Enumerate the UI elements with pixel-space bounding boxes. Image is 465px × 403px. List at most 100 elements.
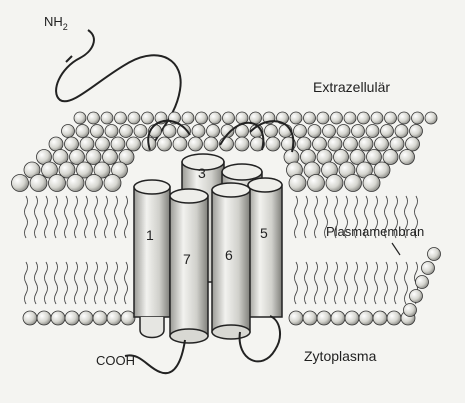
lipid-head	[373, 311, 387, 325]
lipid-head	[317, 112, 329, 124]
lipid-head	[88, 112, 100, 124]
lipid-tail	[305, 196, 308, 238]
lipid-head	[128, 112, 140, 124]
lipid-head	[344, 137, 358, 151]
lipid-head	[363, 175, 380, 192]
lipid-head	[345, 311, 359, 325]
lipid-head	[352, 125, 365, 138]
lipid-tail	[385, 262, 388, 304]
lipid-head	[416, 276, 429, 289]
lipid-tail	[25, 196, 28, 238]
lipid-head	[326, 175, 343, 192]
lipid-tail	[295, 262, 298, 304]
lipid-head	[359, 311, 373, 325]
lipid-head	[204, 137, 218, 151]
helix-5: 5	[248, 178, 282, 317]
lipid-tail	[105, 196, 108, 238]
lipid-head	[105, 125, 118, 138]
lipid-head	[289, 175, 306, 192]
lipid-head	[62, 125, 75, 138]
lipid-head	[12, 175, 29, 192]
helix-7: 7	[170, 189, 208, 343]
lipid-head	[207, 125, 220, 138]
lipid-head	[390, 137, 404, 151]
lipid-head	[383, 150, 398, 165]
lipid-tail	[75, 196, 78, 238]
lipid-head	[317, 311, 331, 325]
lipid-head	[127, 137, 141, 151]
lipid-tail	[55, 262, 58, 304]
lipid-head	[23, 311, 37, 325]
helix-label-7: 7	[183, 251, 191, 267]
lipid-head	[266, 137, 280, 151]
lipid-head	[328, 137, 342, 151]
lipid-tail	[345, 262, 348, 304]
lipid-head	[101, 112, 113, 124]
lipid-head	[337, 125, 350, 138]
lipid-head	[425, 112, 437, 124]
lipid-tail	[45, 196, 48, 238]
lipid-head	[37, 311, 51, 325]
lipid-head	[375, 137, 389, 151]
lipid-head	[387, 311, 401, 325]
lipid-head	[345, 175, 362, 192]
lipid-head	[265, 125, 278, 138]
lipid-head	[173, 137, 187, 151]
helix-label-5: 5	[260, 225, 268, 241]
lipid-head	[303, 311, 317, 325]
lipid-head	[93, 311, 107, 325]
lipid-head	[359, 137, 373, 151]
lipid-tail	[405, 262, 408, 304]
membrane-label-pointer	[392, 243, 400, 255]
lipid-head	[107, 311, 121, 325]
lipid-tail	[315, 196, 318, 238]
lipid-head	[163, 125, 176, 138]
lipid-head	[120, 125, 133, 138]
lipid-head	[76, 125, 89, 138]
lipid-head	[196, 112, 208, 124]
lipid-head	[111, 137, 125, 151]
lipid-head	[134, 125, 147, 138]
lipid-tail	[335, 262, 338, 304]
lipid-head	[412, 112, 424, 124]
lipid-head	[192, 125, 205, 138]
lipid-tail	[85, 196, 88, 238]
c-terminus-label: COOH	[96, 353, 135, 368]
lipid-head	[358, 112, 370, 124]
helix-label-1: 1	[146, 227, 154, 243]
lipid-head	[422, 262, 435, 275]
helix-1: 1	[134, 180, 170, 338]
lipid-head	[385, 112, 397, 124]
lipid-head	[158, 137, 172, 151]
lipid-head	[74, 112, 86, 124]
lipid-head	[313, 137, 327, 151]
lipid-tail	[325, 262, 328, 304]
lipid-head	[395, 125, 408, 138]
lipid-head	[209, 112, 221, 124]
extracellular-label: Extrazellulär	[313, 79, 390, 95]
lipid-tail	[355, 262, 358, 304]
lipid-tail	[125, 262, 128, 304]
cytoplasm-label: Zytoplasma	[304, 348, 377, 364]
lipid-head	[142, 112, 154, 124]
lipid-head	[86, 175, 103, 192]
lipid-head	[30, 175, 47, 192]
helix-label-3: 3	[198, 165, 206, 181]
lipid-head	[308, 125, 321, 138]
lipid-head	[289, 311, 303, 325]
lipid-tail	[365, 262, 368, 304]
lipid-head	[323, 125, 336, 138]
lipid-head	[371, 112, 383, 124]
membrane-label: Plasmamembran	[326, 224, 424, 239]
lipid-tail	[115, 196, 118, 238]
lipid-tail	[35, 196, 38, 238]
lipid-tail	[95, 196, 98, 238]
lipid-head	[398, 112, 410, 124]
lipid-tail	[125, 196, 128, 238]
lipid-head	[297, 137, 311, 151]
lipid-tail	[115, 262, 118, 304]
helix-6: 6	[212, 183, 250, 339]
lipid-tail	[25, 262, 28, 304]
lipid-tail	[305, 262, 308, 304]
